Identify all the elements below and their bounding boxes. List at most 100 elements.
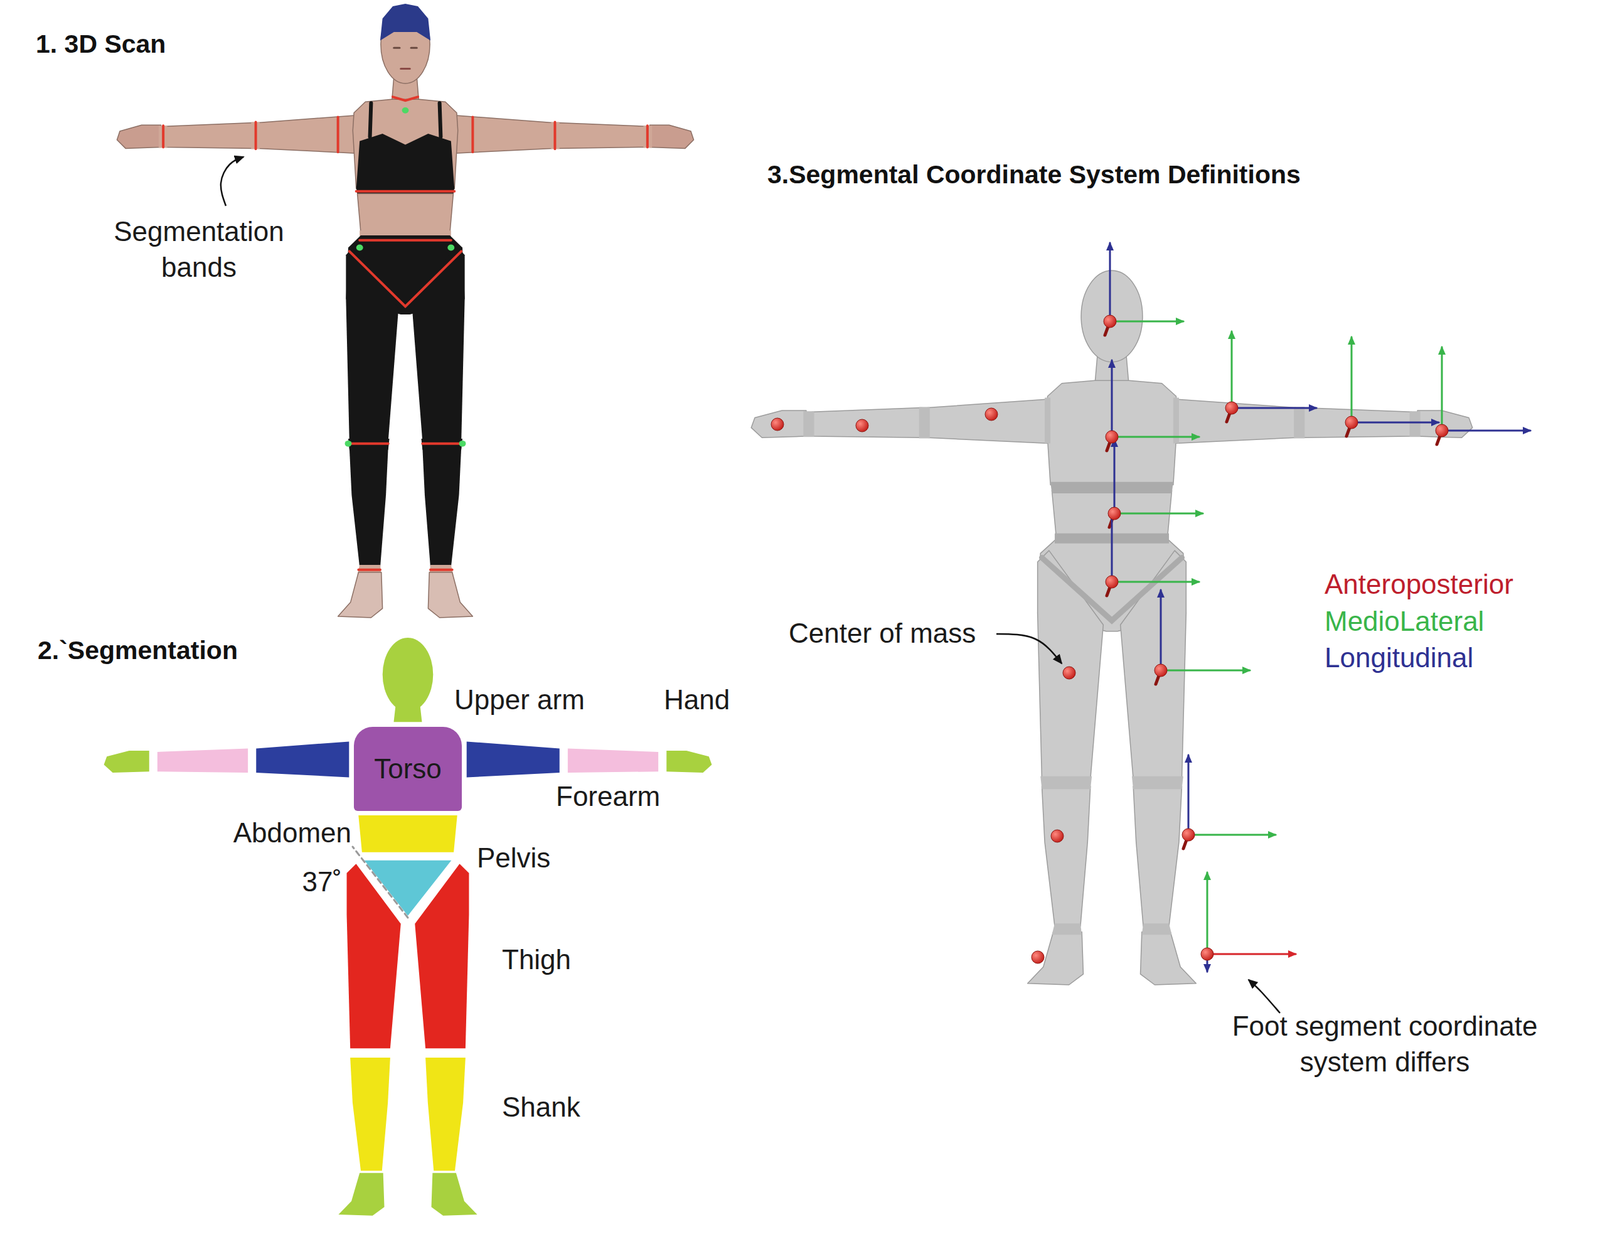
arm-skin: [165, 122, 254, 149]
legend-color: MedioLateral: [1324, 605, 1484, 637]
model-seam: [1044, 397, 1051, 444]
scan-figure: [116, 3, 694, 618]
hand-segment: [104, 750, 150, 773]
legend-item: MedioLateral: [1324, 602, 1484, 639]
axis-line: [1441, 346, 1444, 431]
axis-line: [1187, 754, 1190, 835]
axis-line: [1441, 429, 1531, 432]
marker-dot: [459, 440, 467, 447]
upper-arm-segment: [466, 741, 560, 777]
angle-label: 37˚: [301, 863, 342, 900]
model-seam: [1293, 406, 1305, 438]
center-of-mass-dot: [771, 417, 784, 431]
segment-label: Forearm: [555, 778, 661, 814]
segmentation-band: [430, 568, 453, 571]
callout-label: Center of mass: [788, 614, 976, 651]
panel-heading: 2.`Segmentation: [37, 633, 238, 667]
segmentation-band: [553, 121, 556, 149]
segment-label: Pelvis: [476, 839, 551, 876]
model-seam: [1051, 922, 1082, 935]
segmentation-band: [161, 125, 165, 147]
axis-line: [1109, 242, 1112, 322]
axis-line: [1114, 512, 1203, 515]
axis-line: [1231, 407, 1317, 410]
center-of-mass-dot: [855, 419, 869, 432]
axis-line: [1231, 331, 1233, 408]
shank-segment: [350, 1057, 391, 1171]
legend-item: Longitudinal: [1324, 639, 1474, 676]
callout-label: Segmentation bands: [92, 213, 306, 285]
segment-label: Upper arm: [454, 681, 585, 718]
center-of-mass-dot: [1062, 666, 1076, 679]
segmentation-band: [254, 121, 258, 149]
arm-skin: [643, 125, 652, 148]
segment-label: Hand: [663, 681, 730, 718]
legend-color: Longitudinal: [1324, 641, 1474, 673]
model-seam: [1141, 922, 1173, 935]
model-head: [1081, 270, 1143, 363]
center-of-mass-dot: [1182, 828, 1195, 841]
model-arm: [811, 407, 922, 438]
segmentation-band: [349, 442, 389, 445]
model-hand: [751, 410, 807, 438]
abdomen-skin: [357, 193, 454, 233]
model-hand: [1417, 410, 1473, 438]
axis-line: [1111, 360, 1114, 437]
model-seam: [1409, 410, 1421, 437]
hand-skin: [649, 124, 694, 149]
axis-line: [1160, 669, 1250, 672]
thigh-segment: [346, 863, 401, 1048]
model-shank: [1041, 786, 1090, 927]
segmentation-band: [356, 190, 455, 193]
segmentation-band: [392, 96, 418, 101]
center-of-mass-dot: [1105, 575, 1119, 588]
axis-line: [1160, 589, 1163, 671]
eye: [410, 47, 417, 49]
model-seam: [919, 406, 930, 438]
head-segment: [394, 700, 423, 722]
upper-arm-segment: [256, 741, 349, 777]
legend-item: Anteroposterior: [1324, 565, 1514, 602]
segmentation-band: [336, 117, 340, 153]
segmentation-band: [471, 117, 474, 153]
segment-label: Shank: [501, 1088, 581, 1125]
panel-heading: 3.Segmental Coordinate System Definition…: [767, 158, 1301, 192]
marker-dot: [356, 244, 364, 251]
leader-arrow: [220, 156, 244, 206]
axis-line: [1111, 581, 1200, 583]
axis-line: [1351, 421, 1439, 424]
legend-color: Anteroposterior: [1324, 568, 1514, 600]
center-of-mass-dot: [1031, 950, 1045, 964]
swim-cap: [380, 3, 431, 41]
head-segment: [382, 637, 434, 712]
segment-name: Torso: [373, 752, 442, 785]
axis-line: [1206, 872, 1209, 954]
center-of-mass-dot: [1105, 430, 1119, 443]
foot-skin: [427, 572, 473, 618]
arm-skin: [250, 121, 260, 149]
model-shank: [1133, 786, 1182, 927]
foot-segment: [431, 1172, 477, 1216]
chest-skin: [352, 99, 458, 189]
forearm-segment: [567, 747, 659, 773]
sports-top-strap: [370, 102, 372, 137]
sports-top-strap: [439, 102, 442, 137]
segmentation-band: [349, 250, 462, 307]
marker-dot: [447, 244, 455, 251]
model-foot: [1140, 931, 1197, 985]
model-seam: [1131, 776, 1184, 789]
foot-skin: [338, 572, 383, 618]
center-of-mass-dot: [1103, 314, 1117, 328]
model-foot: [1027, 931, 1084, 985]
axis-line: [1109, 320, 1184, 323]
center-of-mass-dot: [985, 407, 998, 421]
arm-skin: [557, 122, 646, 149]
segmentation-figure: [104, 637, 713, 1216]
forearm-segment: [157, 747, 248, 773]
segmentation-band: [358, 568, 381, 571]
model-seam: [803, 410, 814, 437]
model-seam: [1040, 776, 1092, 789]
center-of-mass-dot: [1225, 401, 1238, 415]
mouth: [400, 67, 411, 70]
